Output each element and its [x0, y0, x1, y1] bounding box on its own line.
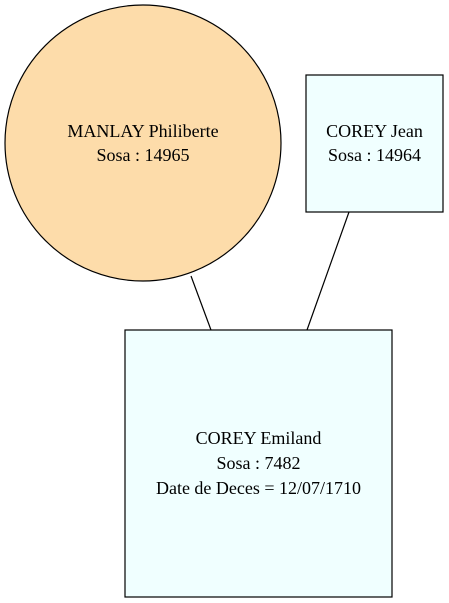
mother-circle — [4, 4, 282, 282]
node-child[interactable]: COREY Emiland Sosa : 7482 Date de Deces … — [124, 329, 393, 598]
child-sosa: Sosa : 7482 — [216, 453, 300, 473]
father-name: COREY Jean — [326, 121, 423, 141]
edge-father-to-child — [306, 211, 350, 331]
node-mother[interactable]: MANLAY Philiberte Sosa : 14965 — [4, 4, 282, 282]
mother-sosa: Sosa : 14965 — [96, 145, 189, 165]
child-name: COREY Emiland — [196, 428, 322, 448]
mother-name: MANLAY Philiberte — [67, 121, 218, 141]
child-death-date: Date de Deces = 12/07/1710 — [156, 478, 361, 498]
father-box — [305, 74, 444, 213]
edge-mother-to-child — [190, 275, 212, 331]
child-box — [124, 329, 393, 598]
node-father[interactable]: COREY Jean Sosa : 14964 — [305, 74, 444, 213]
father-sosa: Sosa : 14964 — [328, 145, 421, 165]
